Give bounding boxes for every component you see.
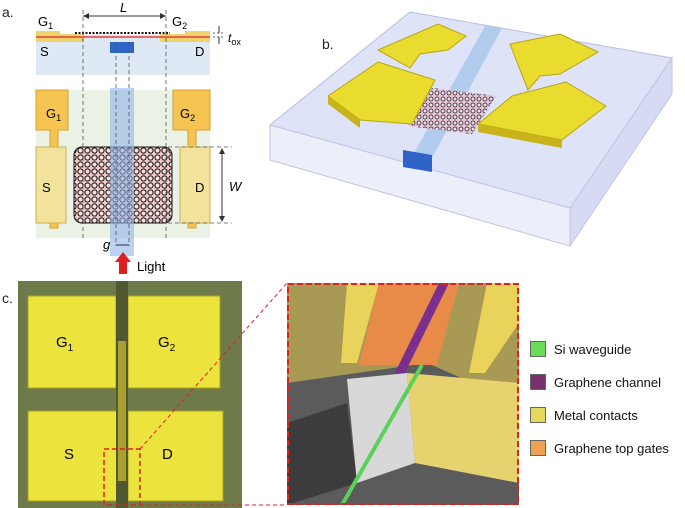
legend: Si waveguide Graphene channel Metal cont… bbox=[530, 338, 680, 470]
panel-b-3d-render bbox=[268, 11, 673, 248]
gate2-strip bbox=[185, 31, 210, 35]
drain-pad bbox=[179, 146, 211, 224]
label-g2: G2 bbox=[172, 14, 187, 31]
sem-si-waveguide bbox=[340, 364, 424, 505]
substrate-side bbox=[569, 56, 673, 248]
label-gap: g bbox=[103, 237, 111, 252]
sem-right-contact bbox=[469, 283, 519, 373]
legend-item-graphene-top-gates: Graphene top gates bbox=[530, 437, 680, 459]
panel-label-b: b. bbox=[322, 36, 334, 52]
waveguide-top-view bbox=[110, 88, 134, 256]
light-arrow-icon bbox=[115, 252, 131, 274]
label-light: Light bbox=[137, 259, 166, 274]
label-drain-top: D bbox=[195, 180, 204, 195]
micro-label-g2: G2 bbox=[158, 334, 176, 354]
label-source-top: S bbox=[42, 180, 51, 195]
label-g1-top: G1 bbox=[46, 106, 61, 123]
micro-label-drain: D bbox=[162, 446, 173, 463]
micro-label-source: S bbox=[64, 446, 74, 463]
sem-drain-contact bbox=[407, 373, 519, 483]
legend-swatch bbox=[530, 440, 546, 456]
panel-label-c: c. bbox=[2, 290, 13, 306]
label-drain-cross: D bbox=[195, 44, 204, 59]
legend-item-graphene-channel: Graphene channel bbox=[530, 371, 680, 393]
gate1-strip bbox=[36, 31, 60, 35]
gate2-3d bbox=[509, 33, 600, 91]
panel-label-a: a. bbox=[2, 4, 14, 20]
source-metal bbox=[36, 34, 84, 42]
label-length: L bbox=[120, 0, 127, 15]
micro-label-g1: G1 bbox=[56, 334, 74, 354]
panel-d-sem bbox=[287, 283, 519, 505]
source-pad bbox=[35, 146, 67, 224]
legend-label: Graphene channel bbox=[554, 374, 661, 390]
legend-item-si-waveguide: Si waveguide bbox=[530, 338, 680, 360]
graphene-3d bbox=[408, 88, 496, 134]
legend-label: Graphene top gates bbox=[554, 440, 669, 456]
legend-item-metal-contacts: Metal contacts bbox=[530, 404, 680, 426]
label-g1: G1 bbox=[38, 14, 53, 31]
label-tox: tox bbox=[228, 31, 241, 47]
sem-graphene-channel bbox=[385, 283, 449, 393]
panel-c-micrograph: G1 G2 S D bbox=[18, 281, 242, 508]
legend-label: Metal contacts bbox=[554, 407, 638, 423]
gate1-3d bbox=[376, 23, 467, 69]
zoom-region-box bbox=[103, 448, 141, 506]
drain-3d bbox=[476, 81, 607, 141]
pad-drain bbox=[127, 410, 224, 502]
drain-metal bbox=[160, 34, 210, 42]
waveguide-facet bbox=[403, 150, 432, 172]
label-g2-top: G2 bbox=[180, 106, 195, 123]
legend-swatch bbox=[530, 374, 546, 390]
panel-a-schematic: G1 G2 S D L tox G1 G2 S D W g Light bbox=[35, 0, 243, 274]
legend-label: Si waveguide bbox=[554, 341, 632, 357]
label-source-cross: S bbox=[40, 44, 49, 59]
legend-swatch bbox=[530, 341, 546, 357]
si-waveguide-core bbox=[110, 42, 134, 53]
label-width: W bbox=[229, 179, 243, 194]
legend-swatch bbox=[530, 407, 546, 423]
sem-left-contact bbox=[341, 283, 379, 363]
